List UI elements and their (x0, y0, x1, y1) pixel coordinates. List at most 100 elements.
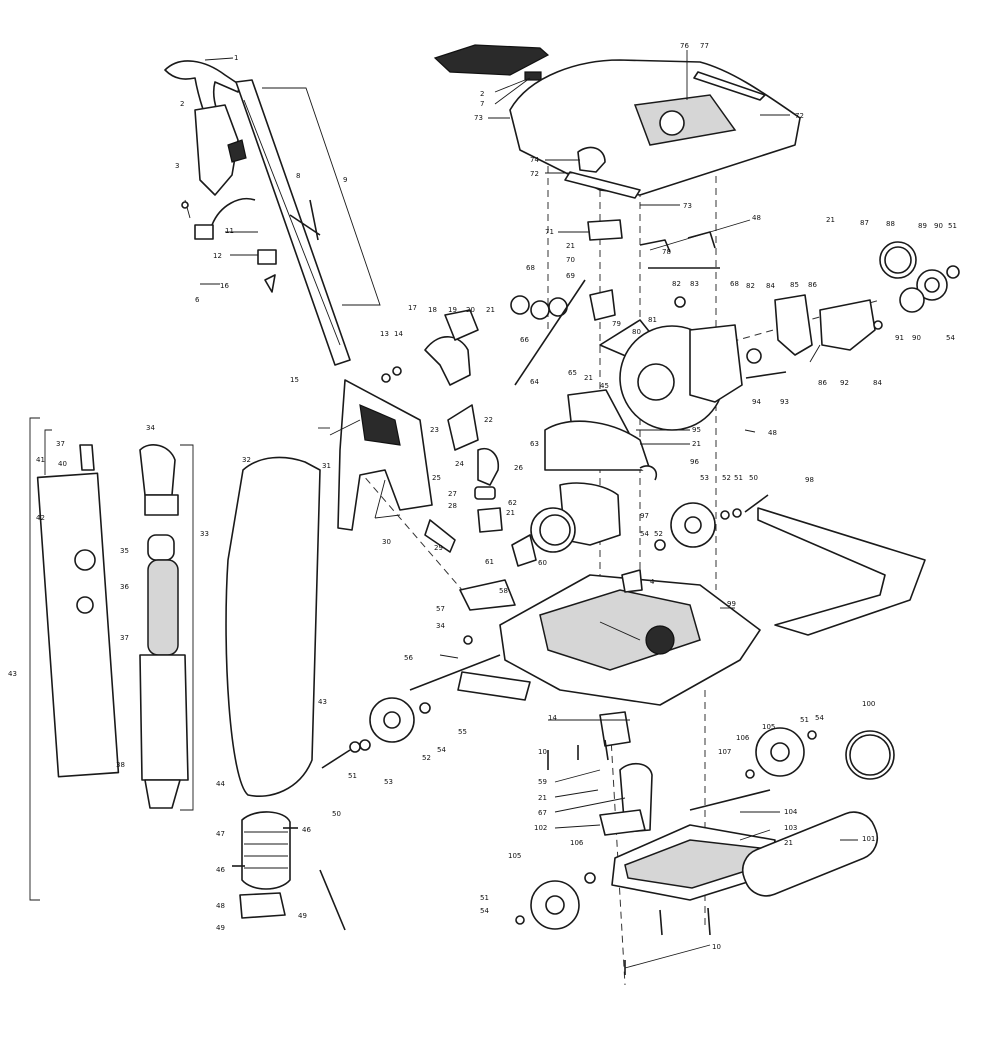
callout-2: 2 (180, 100, 184, 108)
elbow-tube (477, 448, 500, 486)
hinge-pin (424, 519, 456, 553)
callout-3: 3 (175, 162, 179, 170)
callout-73: 73 (474, 114, 483, 122)
cord-retainer (477, 507, 503, 533)
wheel-washer (359, 739, 371, 751)
leader (554, 789, 599, 798)
bag-collar (76, 596, 94, 614)
callout-29: 29 (434, 544, 443, 552)
callout-52: 52 (722, 474, 731, 482)
callout-46: 46 (302, 826, 311, 834)
hood-trim (693, 71, 766, 101)
callout-86: 86 (808, 281, 817, 289)
callout-51-b: 51 (734, 474, 743, 482)
adapter (511, 534, 537, 567)
callout-14: 14 (394, 330, 403, 338)
callout-26: 26 (514, 464, 523, 472)
callout-14-b: 14 (548, 714, 557, 722)
callout-21-d: 21 (692, 440, 701, 448)
belt-ring-inner (884, 246, 912, 274)
stroke (319, 869, 346, 931)
handle-switch-housing (194, 104, 239, 196)
leader (649, 219, 751, 251)
wheel-nut (515, 915, 525, 925)
handle-assembly (164, 60, 351, 366)
align-line (609, 719, 626, 986)
callout-25: 25 (432, 474, 441, 482)
leader (494, 77, 531, 105)
callout-68: 68 (526, 264, 535, 272)
callout-93: 93 (780, 398, 789, 406)
pedal-spring (424, 336, 471, 386)
washer (381, 373, 391, 383)
callout-95: 95 (692, 426, 701, 434)
base-clip (621, 569, 643, 593)
callout-99: 99 (727, 600, 736, 608)
callout-56: 56 (404, 654, 413, 662)
screw-head (181, 201, 189, 209)
rear-wheels (321, 494, 769, 769)
nut (463, 635, 473, 645)
callout-1: 1 (234, 54, 238, 62)
base-opening (645, 625, 675, 655)
callout-34-b: 34 (436, 622, 445, 630)
callout-24: 24 (455, 460, 464, 468)
callout-48-b: 48 (768, 429, 777, 437)
callout-21-b: 21 (826, 216, 835, 224)
outer-bag-assembly (36, 444, 321, 809)
bag-spring (79, 444, 95, 471)
leader-lines (200, 50, 858, 841)
wheel-washer (419, 702, 431, 714)
callout-52-c: 52 (422, 754, 431, 762)
bellows-assembly (232, 811, 346, 931)
motor-fan (637, 363, 675, 401)
cord (211, 198, 256, 226)
bag-collar (74, 549, 96, 571)
hinge-assembly (318, 309, 503, 553)
callout-100: 100 (862, 700, 875, 708)
motor-body (689, 324, 743, 403)
callout-82: 82 (672, 280, 681, 288)
callout-42: 42 (36, 514, 45, 522)
filter-pad (433, 44, 550, 76)
callout-4: 4 (650, 578, 655, 586)
callout-12: 12 (213, 252, 222, 260)
pulley-nut (946, 265, 960, 279)
callout-92: 92 (840, 379, 849, 387)
callout-94: 94 (752, 398, 761, 406)
leader (624, 944, 711, 969)
callout-15: 15 (290, 376, 299, 384)
hood-latch (577, 146, 606, 173)
callout-11: 11 (225, 227, 234, 235)
callout-54-b: 54 (640, 530, 649, 538)
window-hole (659, 110, 685, 136)
callout-28: 28 (448, 502, 457, 510)
hood-strip (564, 171, 641, 199)
callout-36: 36 (120, 583, 129, 591)
callout-7: 7 (480, 100, 484, 108)
callout-17: 17 (408, 304, 417, 312)
paper-bag (225, 456, 321, 797)
callout-46-b: 46 (216, 866, 225, 874)
callout-91: 91 (895, 334, 904, 342)
callout-107: 107 (718, 748, 731, 756)
callout-67: 67 (538, 809, 547, 817)
callout-77: 77 (700, 42, 709, 50)
screw (707, 907, 711, 936)
bumper (530, 300, 550, 320)
callout-6: 6 (195, 296, 200, 304)
wheel-bolt (744, 494, 769, 513)
rubber-part (474, 486, 496, 500)
socket-detail (359, 404, 401, 446)
align-line (349, 459, 476, 606)
nozzle-hinge (599, 809, 646, 836)
leader (374, 479, 386, 519)
callout-60: 60 (538, 559, 547, 567)
callout-20: 20 (466, 306, 475, 314)
callout-48-c: 48 (216, 902, 225, 910)
washer (392, 366, 402, 376)
callout-21-e: 21 (486, 306, 495, 314)
callout-47: 47 (216, 830, 225, 838)
callout-54-e: 54 (480, 907, 489, 915)
callout-33: 33 (200, 530, 209, 538)
